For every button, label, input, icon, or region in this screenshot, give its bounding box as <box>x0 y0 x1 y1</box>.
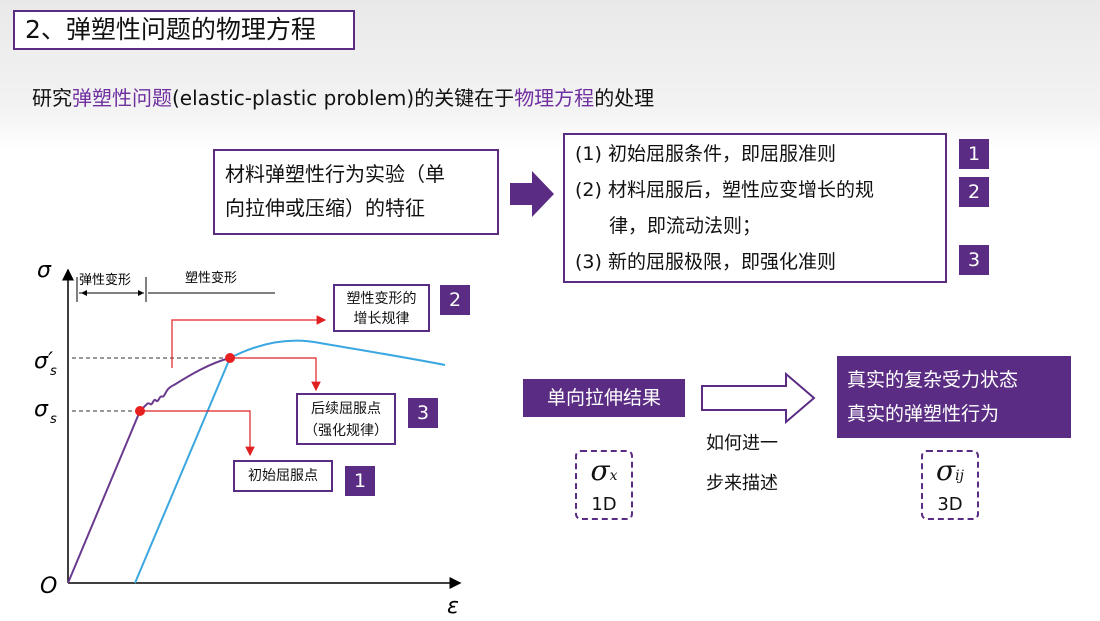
elastic-label: 弹性变形 <box>79 272 131 288</box>
sigma-x-sub: x <box>609 468 618 484</box>
unloading-line <box>134 357 231 584</box>
growth-line-2: 增长规律 <box>353 311 410 327</box>
growth-arrow <box>171 315 327 368</box>
right-arrow-icon <box>510 171 554 217</box>
growth-callout: 塑性变形的 增长规律 <box>333 284 430 332</box>
sigma-ij-symbol: σ <box>936 454 956 487</box>
intro-highlight-equation: 物理方程 <box>514 86 595 110</box>
question-line-1: 如何进一 <box>706 433 778 454</box>
material-experiment-box: 材料弹塑性行为实验（单 向拉伸或压缩）的特征 <box>213 149 499 235</box>
x-axis-label: ε <box>447 594 459 619</box>
real-line-1: 真实的复杂受力状态 <box>847 369 1019 391</box>
intro-prefix: 研究 <box>32 86 72 110</box>
sigma-ij-sub: ij <box>955 468 964 484</box>
condition-badge-2: 2 <box>959 177 989 207</box>
y-axis-label: σ <box>37 258 52 283</box>
condition-badge-3: 3 <box>959 245 989 275</box>
subsequent-badge: 3 <box>408 398 438 428</box>
hollow-arrow-icon <box>701 371 816 425</box>
conditions-box: (1) 初始屈服条件，即屈服准则 (2) 材料屈服后，塑性应变增长的规 律，即流… <box>563 133 947 283</box>
subsequent-callout: 后续屈服点 （强化规律） <box>296 393 396 445</box>
real-line-2: 真实的弹塑性行为 <box>847 403 1000 425</box>
hardening-curve <box>229 339 446 366</box>
real-state-box: 真实的复杂受力状态 真实的弹塑性行为 <box>837 356 1071 438</box>
subsequent-line-2: （强化规律） <box>304 423 388 439</box>
sigma-s-prime-sub: s <box>50 364 57 379</box>
initial-arrow <box>141 410 255 457</box>
material-line-1: 材料弹塑性行为实验（单 <box>225 162 445 186</box>
initial-yield-point <box>135 406 145 416</box>
intro-suffix: 的处理 <box>594 86 655 110</box>
loading-curve <box>67 357 231 584</box>
sigma-x-box: σx 1D <box>575 450 633 520</box>
initial-callout: 初始屈服点 <box>233 460 333 492</box>
intro-text: 研究弹塑性问题(elastic-plastic problem)的关键在于物理方… <box>32 84 654 112</box>
origin-label: O <box>40 574 57 599</box>
condition-2-line-1: (2) 材料屈服后，塑性应变增长的规 <box>575 179 874 201</box>
sigma-x-symbol: σ <box>590 454 610 487</box>
question-text: 如何进一 步来描述 <box>706 424 778 504</box>
condition-3: (3) 新的屈服极限，即强化准则 <box>575 251 836 273</box>
initial-badge: 1 <box>345 466 375 496</box>
plastic-label: 塑性变形 <box>185 270 237 286</box>
sigma-s-sub: s <box>50 412 57 427</box>
condition-2-line-2: 律，即流动法则； <box>609 215 762 237</box>
subsequent-arrow <box>231 357 321 392</box>
subsequent-yield-point <box>225 353 235 363</box>
stress-strain-diagram: 弹性变形 塑性变形 σ ε O σ′ s σ s <box>34 258 462 619</box>
dim-3d: 3D <box>937 494 963 515</box>
question-line-2: 步来描述 <box>706 473 778 494</box>
subsequent-line-1: 后续屈服点 <box>311 401 381 417</box>
intro-middle: (elastic-plastic problem)的关键在于 <box>172 86 515 110</box>
sigma-s-label: σ <box>34 397 49 422</box>
sigma-s-prime-label: σ′ <box>34 349 53 374</box>
intro-highlight-problem: 弹塑性问题 <box>72 86 172 110</box>
dim-1d: 1D <box>591 494 617 515</box>
condition-badge-1: 1 <box>959 139 989 169</box>
slide-title: 2、弹塑性问题的物理方程 <box>13 10 355 50</box>
sigma-ij-box: σij 3D <box>921 450 979 520</box>
condition-1: (1) 初始屈服条件，即屈服准则 <box>575 143 836 165</box>
growth-badge: 2 <box>440 285 470 315</box>
material-line-2: 向拉伸或压缩）的特征 <box>225 196 425 220</box>
growth-line-1: 塑性变形的 <box>346 291 417 307</box>
uniaxial-result-box: 单向拉伸结果 <box>523 379 685 417</box>
